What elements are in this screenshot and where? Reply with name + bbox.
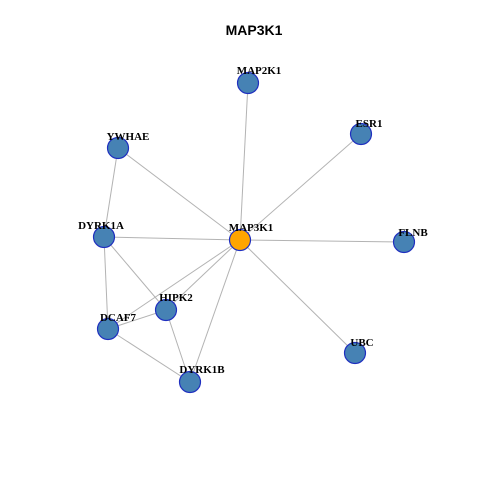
node-label-map2k1: MAP2K1 [237, 65, 282, 77]
node-label-dyrk1b: DYRK1B [179, 364, 225, 376]
node-flnb: FLNB [392, 227, 428, 254]
node-hipk2: HIPK2 [154, 292, 193, 322]
node-label-map3k1: MAP3K1 [229, 222, 274, 234]
node-label-dcaf7: DCAF7 [100, 312, 137, 324]
edge-map3k1-map2k1 [239, 82, 249, 241]
edge-dyrk1a-dcaf7 [103, 236, 109, 330]
edge-map3k1-ywhae [117, 147, 241, 241]
node-label-hipk2: HIPK2 [159, 292, 193, 304]
node-circle-ubc [343, 341, 367, 365]
edge-map3k1-dyrk1b [189, 239, 241, 383]
edge-map3k1-dcaf7 [107, 239, 241, 330]
node-circle-hipk2 [154, 298, 178, 322]
node-label-ywhae: YWHAE [107, 131, 150, 143]
edge-map3k1-esr1 [239, 133, 362, 241]
edge-hipk2-dyrk1b [165, 309, 191, 383]
node-circle-map2k1 [236, 71, 260, 95]
edges-layer [103, 82, 405, 383]
node-circle-ywhae [106, 136, 130, 160]
edge-map3k1-hipk2 [165, 239, 241, 311]
diagram-title: MAP3K1 [226, 22, 283, 38]
node-circle-flnb [392, 230, 416, 254]
node-circle-dyrk1b [178, 370, 202, 394]
edge-map3k1-dyrk1a [103, 236, 241, 241]
node-map2k1: MAP2K1 [236, 65, 282, 95]
node-dyrk1a: DYRK1A [78, 220, 124, 249]
node-ywhae: YWHAE [106, 131, 150, 160]
edge-ywhae-dyrk1a [103, 147, 119, 238]
node-circle-esr1 [349, 122, 373, 146]
node-dcaf7: DCAF7 [96, 312, 137, 341]
node-label-ubc: UBC [350, 337, 373, 349]
node-circle-map3k1 [228, 228, 252, 252]
node-label-dyrk1a: DYRK1A [78, 220, 124, 232]
node-label-flnb: FLNB [398, 227, 428, 239]
node-circle-dcaf7 [96, 317, 120, 341]
node-map3k1: MAP3K1 [228, 222, 274, 252]
node-esr1: ESR1 [349, 118, 383, 146]
edge-dyrk1a-hipk2 [103, 236, 167, 311]
node-label-esr1: ESR1 [356, 118, 383, 130]
edge-map3k1-flnb [239, 239, 405, 243]
edge-map3k1-ubc [239, 239, 356, 354]
edge-dcaf7-dyrk1b [107, 328, 191, 383]
node-dyrk1b: DYRK1B [178, 364, 225, 394]
node-ubc: UBC [343, 337, 374, 365]
node-circle-dyrk1a [92, 225, 116, 249]
